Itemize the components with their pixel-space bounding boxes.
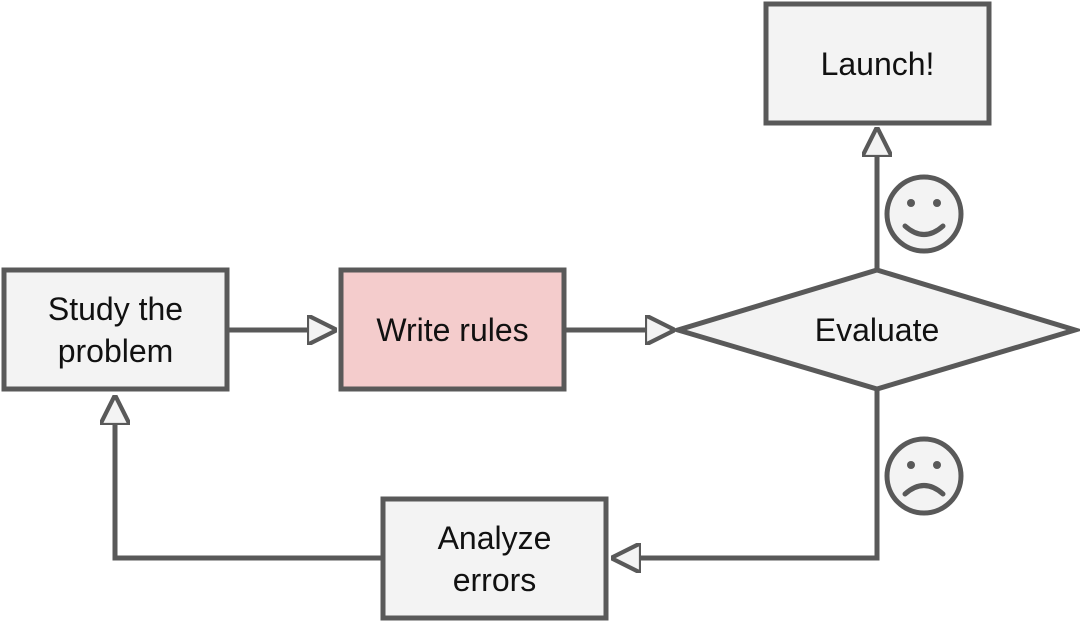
arrow-analyze-to-study <box>115 398 382 561</box>
evaluate-diamond <box>669 267 1080 392</box>
sad-face-icon <box>884 436 964 516</box>
happy-face-icon <box>884 174 964 254</box>
write-rules-box <box>338 267 567 392</box>
study-problem-box <box>1 267 230 392</box>
arrow-evaluate-to-analyze <box>614 390 880 558</box>
launch-box <box>763 1 992 126</box>
analyze-errors-box <box>380 496 609 621</box>
